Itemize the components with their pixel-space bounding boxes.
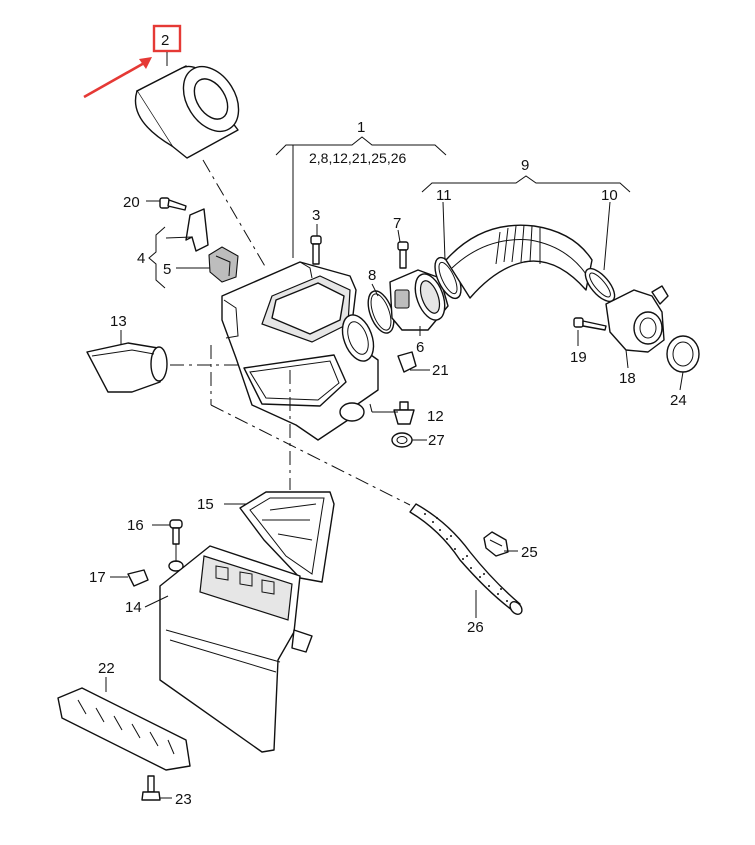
screw-icon[interactable] bbox=[169, 519, 183, 545]
callout-25: 25 bbox=[521, 544, 538, 561]
callout-12: 12 bbox=[427, 408, 444, 425]
callout-labels: 2 1 2,8,12,21,25,26 9 11 10 20 3 7 4 5 8… bbox=[89, 32, 687, 808]
callout-26: 26 bbox=[467, 619, 484, 636]
callout-9: 9 bbox=[521, 157, 529, 174]
pipe-connector[interactable] bbox=[605, 285, 669, 353]
screw-icon[interactable] bbox=[397, 241, 409, 269]
retaining-clip[interactable] bbox=[397, 351, 417, 373]
callout-19: 19 bbox=[570, 349, 587, 366]
grommet[interactable] bbox=[393, 401, 415, 425]
callout-3: 3 bbox=[312, 207, 320, 224]
mounting-bracket[interactable] bbox=[165, 208, 209, 252]
intake-snorkel[interactable] bbox=[86, 342, 168, 393]
rubber-connector[interactable] bbox=[208, 246, 239, 283]
callout-10: 10 bbox=[601, 187, 618, 204]
callout-20: 20 bbox=[123, 194, 140, 211]
callout-8: 8 bbox=[368, 267, 376, 284]
screw-icon[interactable] bbox=[141, 775, 161, 801]
callout-14: 14 bbox=[125, 599, 142, 616]
callout-2: 2 bbox=[161, 32, 169, 49]
screw-icon[interactable] bbox=[310, 235, 322, 265]
leader-lines bbox=[105, 52, 684, 799]
callout-1-contents: 2,8,12,21,25,26 bbox=[309, 150, 407, 166]
highlight-arrow-icon bbox=[83, 57, 152, 99]
lower-air-box[interactable] bbox=[159, 545, 313, 753]
group-bracket-9 bbox=[421, 175, 631, 193]
mass-air-flow-sensor[interactable] bbox=[389, 269, 450, 331]
callout-17: 17 bbox=[89, 569, 106, 586]
highlight-box bbox=[152, 24, 182, 53]
callout-18: 18 bbox=[619, 370, 636, 387]
air-inlet-grille[interactable] bbox=[57, 687, 191, 771]
hose-clamp-icon[interactable] bbox=[580, 264, 620, 306]
callout-5: 5 bbox=[163, 261, 171, 278]
air-filter-element[interactable] bbox=[134, 57, 249, 159]
callout-7: 7 bbox=[393, 215, 401, 232]
screw-icon[interactable] bbox=[573, 317, 607, 331]
callout-16: 16 bbox=[127, 517, 144, 534]
group-bracket-1 bbox=[275, 136, 447, 258]
callout-1: 1 bbox=[357, 119, 365, 136]
pipe-seal[interactable] bbox=[666, 335, 700, 373]
spring-clip[interactable] bbox=[127, 569, 149, 587]
callout-11: 11 bbox=[436, 187, 452, 204]
callout-27: 27 bbox=[428, 432, 445, 449]
air-filter-housing[interactable] bbox=[221, 261, 379, 441]
filter-seal-frame[interactable] bbox=[239, 491, 335, 583]
callout-22: 22 bbox=[98, 660, 115, 677]
callout-4: 4 bbox=[137, 250, 145, 267]
washer-ring[interactable] bbox=[391, 432, 413, 448]
hose-clip[interactable] bbox=[483, 531, 509, 557]
callout-21: 21 bbox=[432, 362, 449, 379]
callout-23: 23 bbox=[175, 791, 192, 808]
screw-icon[interactable] bbox=[159, 197, 187, 211]
callout-15: 15 bbox=[197, 496, 214, 513]
callout-6: 6 bbox=[416, 339, 424, 356]
callout-13: 13 bbox=[110, 313, 127, 330]
drain-hose[interactable] bbox=[409, 503, 524, 617]
callout-24: 24 bbox=[670, 392, 687, 409]
group-bracket-4 bbox=[148, 226, 166, 289]
intake-hose[interactable] bbox=[445, 224, 593, 299]
